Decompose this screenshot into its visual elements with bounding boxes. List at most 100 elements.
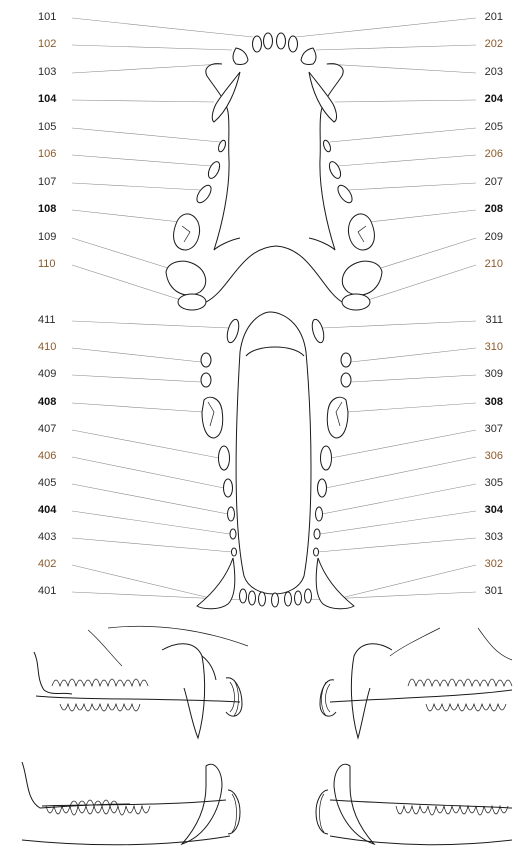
tooth-105-shape <box>217 139 227 152</box>
lateral-lower-left <box>22 762 240 845</box>
leader-line-210 <box>368 265 476 300</box>
tooth-label-306: 306 <box>485 450 503 463</box>
tooth-label-109: 109 <box>38 231 56 244</box>
tooth-label-302: 302 <box>485 558 503 571</box>
tooth-401a-shape <box>240 589 247 603</box>
leader-line-203 <box>326 64 476 73</box>
leader-line-303 <box>318 538 476 552</box>
leader-line-204 <box>335 100 476 102</box>
tooth-label-103: 103 <box>38 66 56 79</box>
tooth-410-shape <box>201 353 211 367</box>
tooth-label-104: 104 <box>38 93 56 106</box>
tooth-401d-shape <box>272 593 279 607</box>
tooth-409-shape <box>201 373 211 387</box>
leader-line-102 <box>72 45 232 50</box>
tongue-inner-outline <box>246 347 304 356</box>
tooth-402-shape <box>197 558 235 609</box>
tooth-label-305: 305 <box>485 477 503 490</box>
tooth-label-409: 409 <box>38 368 56 381</box>
tooth-label-204: 204 <box>485 93 503 106</box>
tooth-label-411: 411 <box>38 314 56 327</box>
tooth-108-shape <box>174 214 200 250</box>
tooth-207-shape <box>335 183 355 205</box>
tooth-label-208: 208 <box>485 203 503 216</box>
tooth-label-407: 407 <box>38 423 56 436</box>
leader-line-311 <box>322 321 476 328</box>
leader-line-304 <box>320 511 476 534</box>
tooth-label-108: 108 <box>38 203 56 216</box>
tooth-label-402: 402 <box>38 558 56 571</box>
tooth-label-207: 207 <box>485 176 503 189</box>
tooth-label-401: 401 <box>38 585 56 598</box>
tooth-401b-shape <box>249 591 256 605</box>
leader-lines <box>72 18 476 600</box>
tooth-label-110: 110 <box>38 258 56 271</box>
tooth-204-shape <box>309 72 337 122</box>
tooth-label-201: 201 <box>485 11 503 24</box>
tooth-305-shape <box>316 507 323 521</box>
tooth-label-209: 209 <box>485 231 503 244</box>
tooth-310-shape <box>341 353 351 367</box>
tooth-304-shape <box>314 529 320 539</box>
leader-line-107 <box>72 183 200 190</box>
leader-line-208 <box>369 210 476 222</box>
tooth-label-304: 304 <box>485 504 503 517</box>
tooth-411-shape <box>225 318 241 344</box>
tooth-label-310: 310 <box>485 341 503 354</box>
leader-line-408 <box>72 403 203 412</box>
tooth-309-shape <box>341 373 351 387</box>
tooth-label-408: 408 <box>38 396 56 409</box>
tooth-302-shape <box>316 558 354 609</box>
leader-line-406 <box>72 457 224 488</box>
tooth-206-shape <box>327 160 343 180</box>
tooth-306-shape <box>318 479 327 497</box>
tooth-210-shape <box>342 294 370 310</box>
tooth-101b-shape <box>264 33 273 49</box>
tooth-208-shape <box>349 214 375 250</box>
tooth-label-404: 404 <box>38 504 56 517</box>
leader-line-110 <box>72 265 181 300</box>
tooth-301a-shape <box>285 592 292 606</box>
tooth-label-307: 307 <box>485 423 503 436</box>
tooth-label-405: 405 <box>38 477 56 490</box>
soft-palate-outline <box>206 246 342 302</box>
tooth-106-shape <box>206 160 222 180</box>
leader-line-209 <box>381 238 476 268</box>
leader-line-104 <box>72 100 214 102</box>
tooth-205-shape <box>322 139 332 152</box>
tooth-104-shape <box>212 72 240 122</box>
tooth-label-410: 410 <box>38 341 56 354</box>
tooth-201-shape <box>277 33 286 49</box>
tooth-405-shape <box>228 507 235 521</box>
leader-line-308 <box>347 403 476 412</box>
tooth-label-101: 101 <box>38 11 56 24</box>
leader-line-307 <box>331 430 476 458</box>
tooth-label-206: 206 <box>485 148 503 161</box>
tooth-303-shape <box>314 548 319 556</box>
tooth-403-shape <box>232 548 237 556</box>
leader-line-206 <box>338 155 476 166</box>
leader-line-101 <box>72 18 253 37</box>
tooth-label-102: 102 <box>38 38 56 51</box>
upper-arch <box>166 33 382 310</box>
tooth-label-205: 205 <box>485 121 503 134</box>
leader-line-106 <box>72 155 211 166</box>
leader-line-410 <box>72 348 201 362</box>
lateral-upper-left <box>34 626 248 738</box>
tooth-301b-shape <box>295 591 302 605</box>
tooth-label-309: 309 <box>485 368 503 381</box>
tooth-209-shape <box>342 261 382 295</box>
tooth-109-shape <box>166 261 206 295</box>
leader-line-404 <box>72 511 230 534</box>
lateral-upper-right <box>320 628 512 738</box>
tooth-110-shape <box>178 294 206 310</box>
tooth-label-203: 203 <box>485 66 503 79</box>
tooth-407-shape <box>219 446 230 470</box>
tooth-102-shape <box>233 48 248 65</box>
tooth-406-shape <box>224 479 233 497</box>
leader-line-310 <box>351 348 476 362</box>
leader-line-103 <box>72 64 222 73</box>
leader-line-405 <box>72 484 228 514</box>
